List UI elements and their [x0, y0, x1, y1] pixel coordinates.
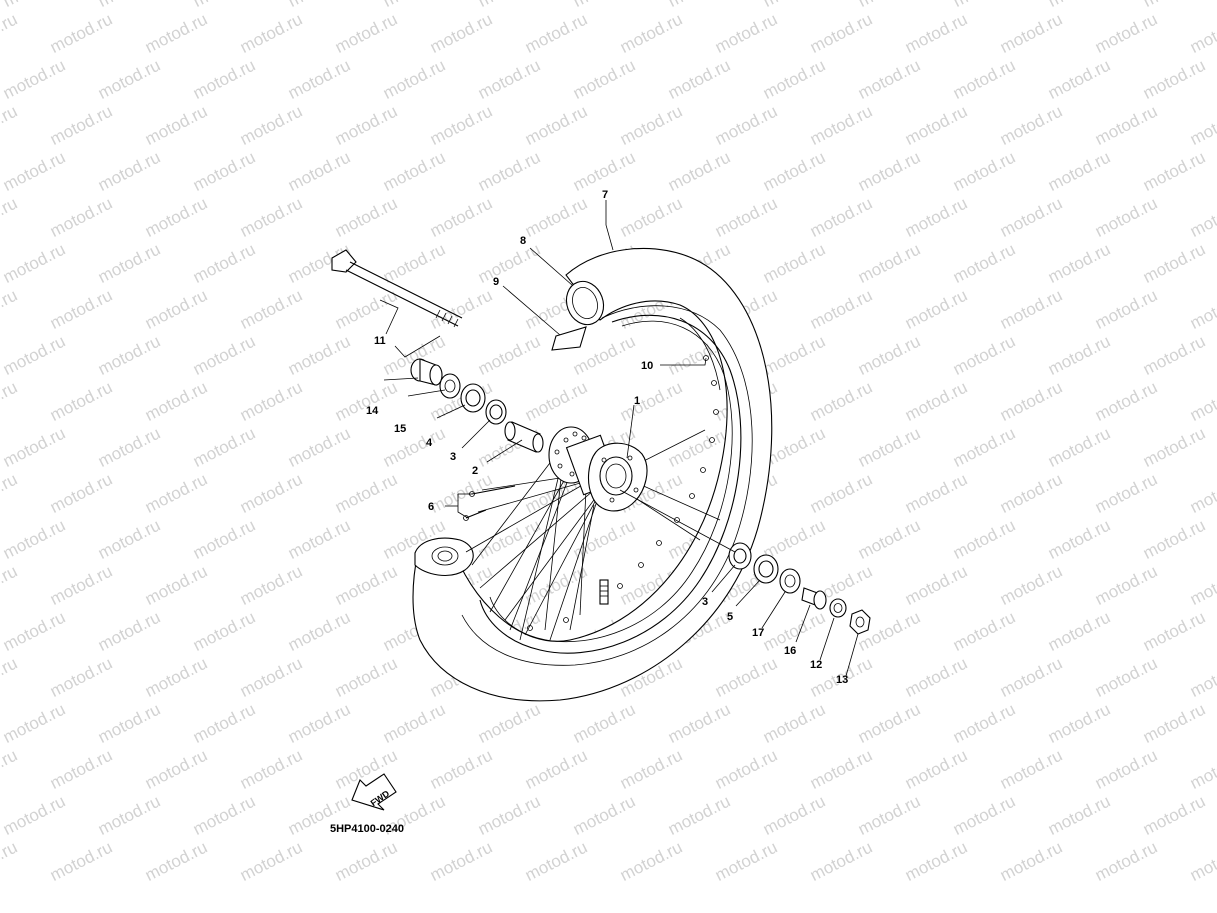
spoke-samples — [463, 485, 516, 521]
callout-3-right: 3 — [702, 596, 708, 608]
callout-14: 14 — [366, 405, 379, 417]
spacer-2 — [504, 421, 544, 453]
bearing-3-left — [485, 399, 507, 425]
callout-labels: 1 2 3 3 4 5 6 7 8 9 10 11 12 13 14 15 16… — [366, 189, 848, 686]
collar-14 — [410, 358, 443, 386]
callout-9: 9 — [493, 276, 499, 288]
tire-lower-section — [414, 537, 474, 576]
washer-12 — [829, 598, 847, 618]
callout-5: 5 — [727, 611, 733, 623]
leader-lines — [379, 200, 859, 677]
washer-17 — [779, 568, 801, 594]
bearing-3-right — [728, 542, 752, 570]
callout-2: 2 — [472, 465, 478, 477]
oil-seal-5 — [753, 554, 779, 584]
callout-7: 7 — [602, 189, 608, 201]
valve-stem — [599, 579, 609, 605]
diagram-code: 5HP4100-0240 — [330, 823, 404, 835]
callout-13: 13 — [836, 674, 848, 686]
nut-13 — [849, 609, 871, 635]
spokes — [465, 429, 721, 641]
oil-seal-15 — [439, 373, 461, 399]
tire — [412, 247, 773, 702]
rim — [479, 314, 742, 654]
hub — [548, 426, 648, 512]
callout-10: 10 — [641, 360, 653, 372]
callout-15: 15 — [394, 423, 406, 435]
bearing-4 — [460, 383, 486, 413]
collar-16 — [801, 587, 827, 610]
callout-11: 11 — [374, 335, 386, 347]
axle — [331, 249, 463, 328]
callout-12: 12 — [810, 659, 822, 671]
callout-8: 8 — [520, 235, 526, 247]
callout-16: 16 — [784, 645, 796, 657]
callout-17: 17 — [752, 627, 764, 639]
callout-1: 1 — [634, 395, 640, 407]
fwd-arrow-icon: FWD — [351, 773, 397, 811]
tube-cutaway — [565, 280, 605, 326]
callout-6: 6 — [428, 501, 434, 513]
callout-3-left: 3 — [450, 451, 456, 463]
callout-4: 4 — [426, 437, 433, 449]
rim-spoke-holes — [527, 355, 719, 631]
rim-band — [551, 326, 587, 351]
